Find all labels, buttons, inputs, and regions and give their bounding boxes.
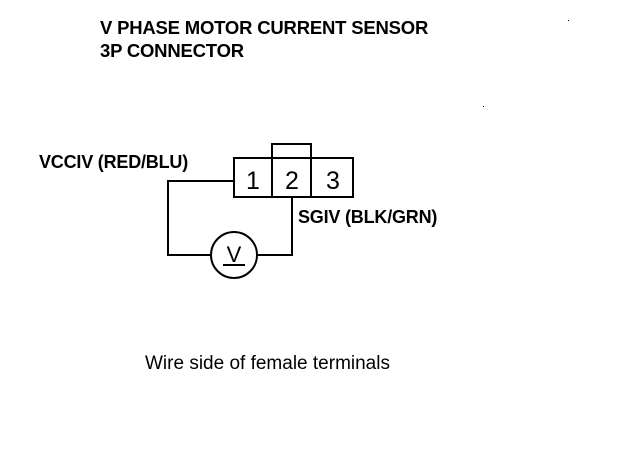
diagram-title-line1: V PHASE MOTOR CURRENT SENSOR [100,17,429,38]
connector-body [233,157,354,198]
voltmeter-circle [210,231,258,279]
pin-1-label: 1 [246,167,260,195]
stray-dot-1 [568,20,569,21]
stray-dot-2 [483,106,484,107]
wire-pin2-to-meter [257,197,293,256]
wire-pin1-to-meter [167,180,234,256]
vcciv-wire-label: VCCIV (RED/BLU) [39,152,188,172]
connector-lock-tab [271,143,312,159]
diagram-title-line2: 3P CONNECTOR [100,40,244,61]
voltmeter-symbol: V [227,242,242,267]
pin-2-label: 2 [285,167,299,195]
pin-3-label: 3 [326,167,340,195]
connector-view-caption: Wire side of female terminals [145,353,390,374]
sgiv-wire-label: SGIV (BLK/GRN) [298,207,438,227]
